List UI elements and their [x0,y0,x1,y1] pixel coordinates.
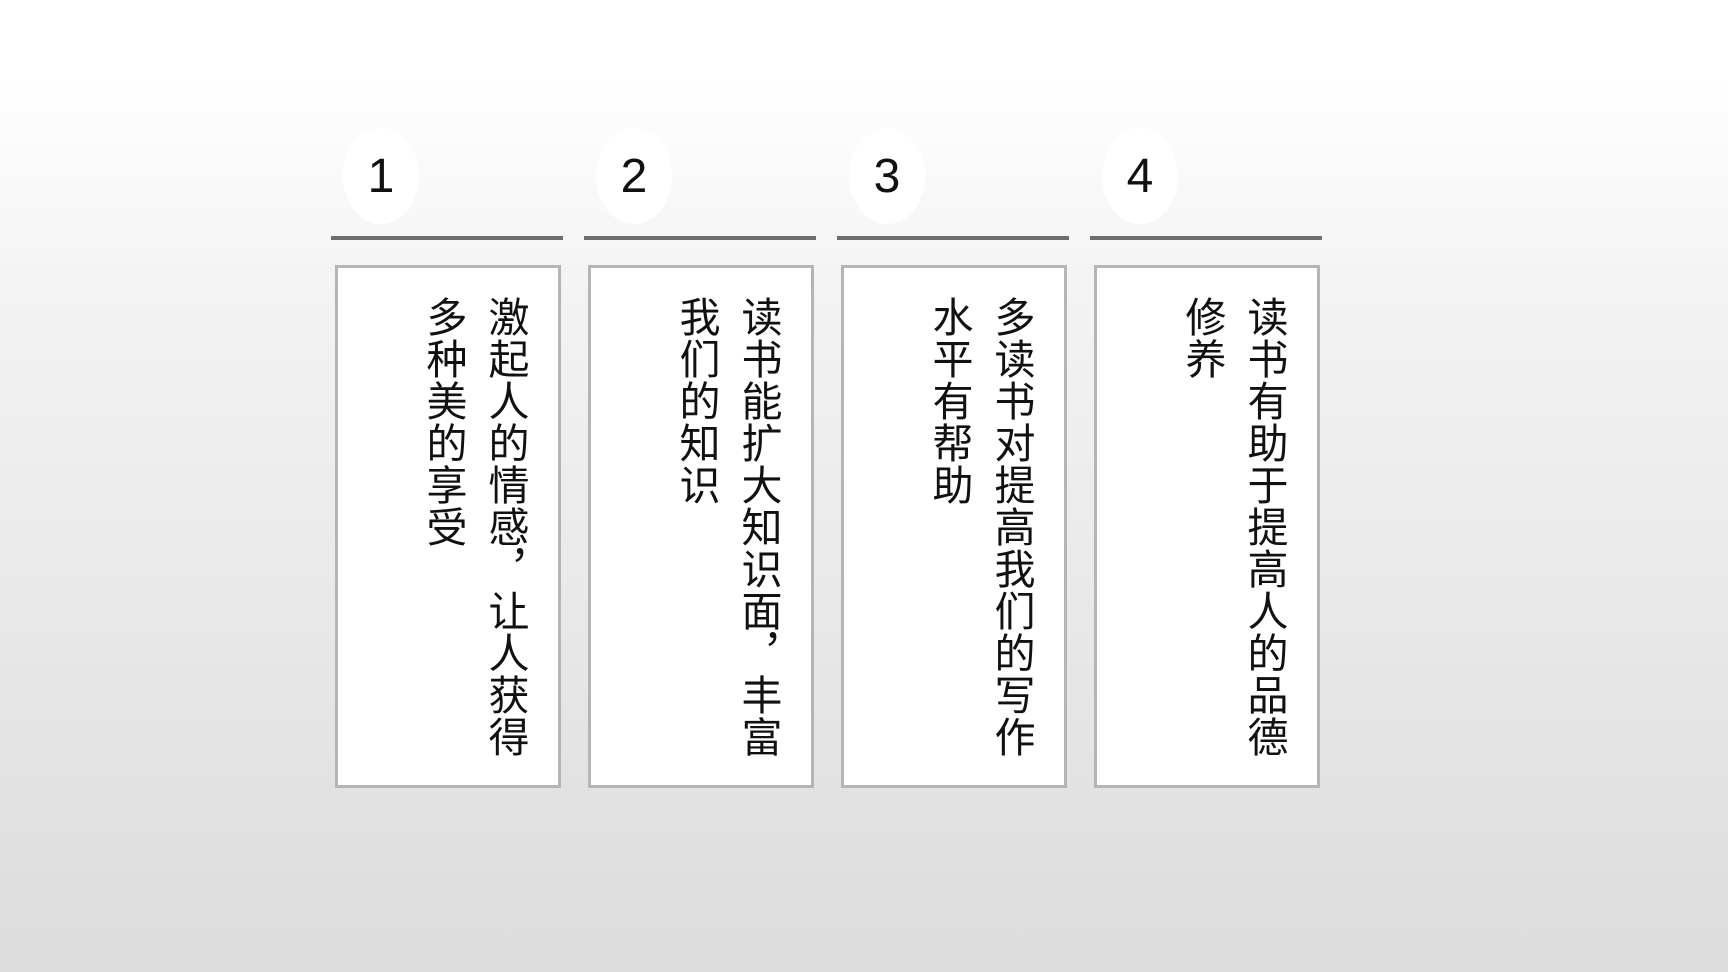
card-text: 读书有助于提高人的品德修养 [1178,296,1288,758]
card-group-3: 3 多读书对提高我们的写作水平有帮助 [837,128,1069,790]
card-group-2: 2 读书能扩大知识面，丰富我们的知识 [584,128,816,790]
card-group-1: 1 激起人的情感，让人获得多种美的享受 [331,128,563,790]
card-number: 1 [343,128,419,224]
card-number: 3 [849,128,925,224]
card-text: 多读书对提高我们的写作水平有帮助 [925,296,1035,758]
divider-line [837,236,1069,240]
text-card: 读书能扩大知识面，丰富我们的知识 [588,265,814,788]
card-number: 2 [596,128,672,224]
divider-line [1090,236,1322,240]
card-number: 4 [1102,128,1178,224]
divider-line [584,236,816,240]
divider-line [331,236,563,240]
card-group-4: 4 读书有助于提高人的品德修养 [1090,128,1322,790]
text-card: 读书有助于提高人的品德修养 [1094,265,1320,788]
text-card: 激起人的情感，让人获得多种美的享受 [335,265,561,788]
card-text: 读书能扩大知识面，丰富我们的知识 [672,296,782,758]
card-text: 激起人的情感，让人获得多种美的享受 [419,296,529,758]
text-card: 多读书对提高我们的写作水平有帮助 [841,265,1067,788]
